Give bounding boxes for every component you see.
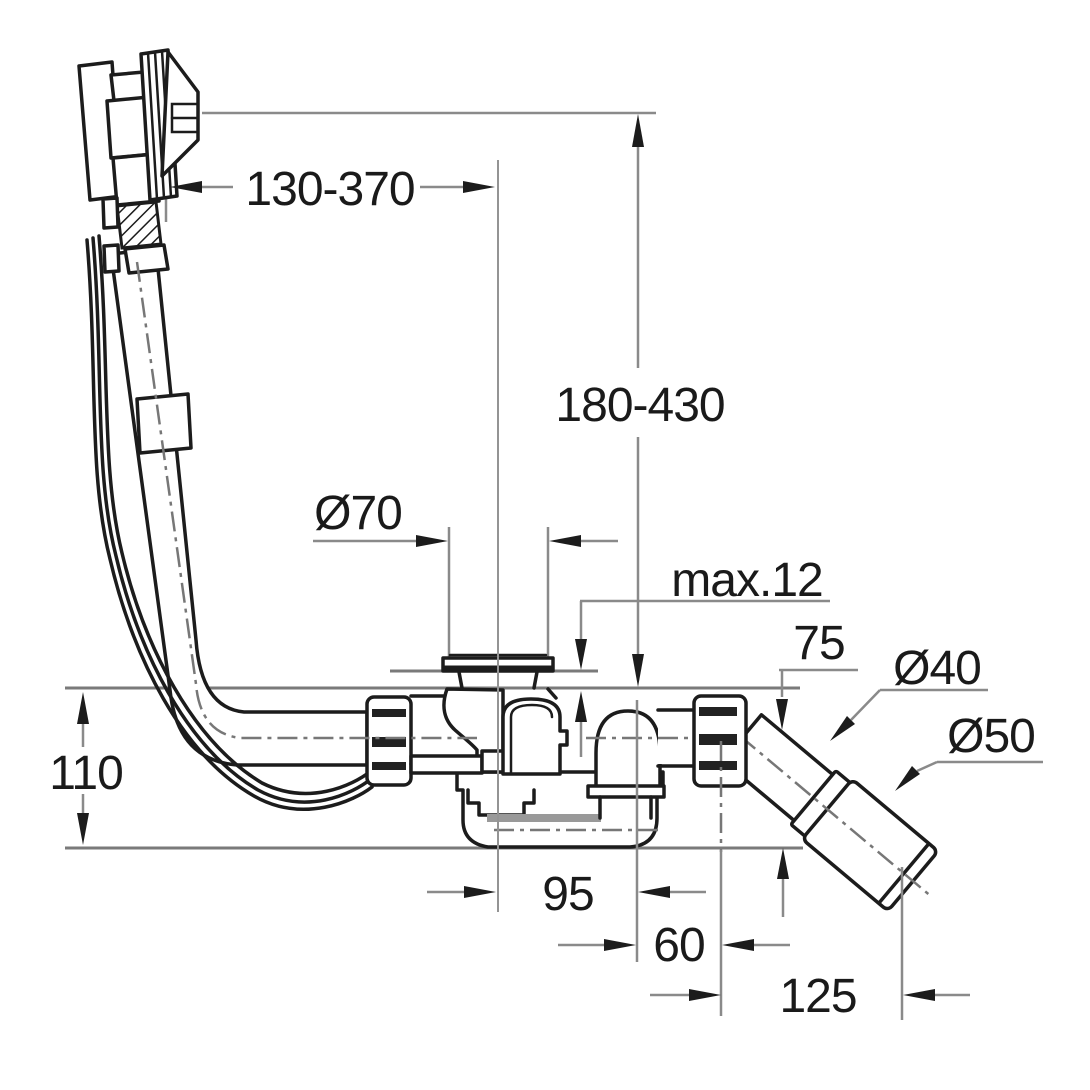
- dim-label-d50: Ø50: [947, 710, 1035, 763]
- cable-linkage-arm: [409, 754, 484, 775]
- dim-label-d40: Ø40: [893, 642, 981, 695]
- arrow-110-down: [77, 813, 89, 845]
- outlet-pipe-assembly: [721, 713, 938, 911]
- overflow-connection-nut: [365, 695, 413, 787]
- arrow-125-left: [689, 989, 721, 1001]
- arrow-60-left: [604, 939, 636, 951]
- knob-side-tab-lower: [102, 243, 121, 274]
- arrow-d70-right: [549, 535, 581, 547]
- dim-label-95: 95: [542, 868, 593, 921]
- arrow-max12-up: [575, 691, 587, 722]
- arrow-75-up: [777, 848, 789, 879]
- trap-outlet-collar: [586, 784, 666, 799]
- arrow-d70-left: [416, 535, 448, 547]
- outlet-pipe-open-end: [878, 843, 930, 904]
- waste-valve-dome-inner: [509, 703, 554, 774]
- arrow-60-right: [722, 939, 754, 951]
- arrow-180-430-bottom: [632, 654, 644, 687]
- tub-wall-hatched-section: [115, 200, 163, 250]
- outlet-pipe-centerline: [739, 734, 931, 897]
- centerlines: [135, 261, 723, 852]
- arrow-d40: [830, 716, 855, 741]
- arrow-180-430-top: [632, 114, 644, 147]
- dim-label-125: 125: [779, 970, 856, 1023]
- overflow-rotary-knob: [77, 48, 200, 275]
- arrow-d50: [895, 766, 920, 791]
- arrow-125-right: [903, 989, 935, 1001]
- knob-cone: [160, 50, 200, 178]
- arrow-130-370-right: [463, 181, 495, 193]
- dimension-arrows: [77, 114, 935, 1001]
- dim-label-60: 60: [653, 919, 704, 972]
- knob-side-tab-upper: [101, 196, 120, 230]
- arrow-95-right: [638, 886, 670, 898]
- arrow-130-370-left: [170, 181, 202, 193]
- arrow-95-left: [464, 886, 496, 898]
- waste-body-right-wall: [546, 687, 558, 700]
- dim-label-180-430: 180-430: [555, 379, 724, 432]
- arrow-110-up: [77, 692, 89, 724]
- dim-label-75: 75: [793, 617, 844, 670]
- trap-outlet-dome: [594, 709, 662, 791]
- flange-seat: [457, 670, 539, 690]
- dim-label-110: 110: [49, 747, 123, 800]
- dimension-lines: [81, 146, 1043, 997]
- dim-label-130-370: 130-370: [245, 163, 414, 216]
- arrow-75-down: [776, 699, 788, 730]
- knob-lower-block: [123, 243, 170, 275]
- bowden-cable: [85, 234, 374, 811]
- dim-label-max12: max.12: [671, 554, 822, 607]
- cable-linkage-block: [480, 749, 506, 774]
- dim-label-d70: Ø70: [314, 487, 402, 540]
- dimension-labels: 130-370 180-430 Ø70 max.12 75 Ø40 Ø50 11…: [49, 163, 1036, 1023]
- trap-outlet-legs: [598, 795, 653, 820]
- extension-lines: [497, 160, 904, 1020]
- arrow-max12-down: [575, 639, 587, 670]
- pipe-clamp: [135, 392, 193, 455]
